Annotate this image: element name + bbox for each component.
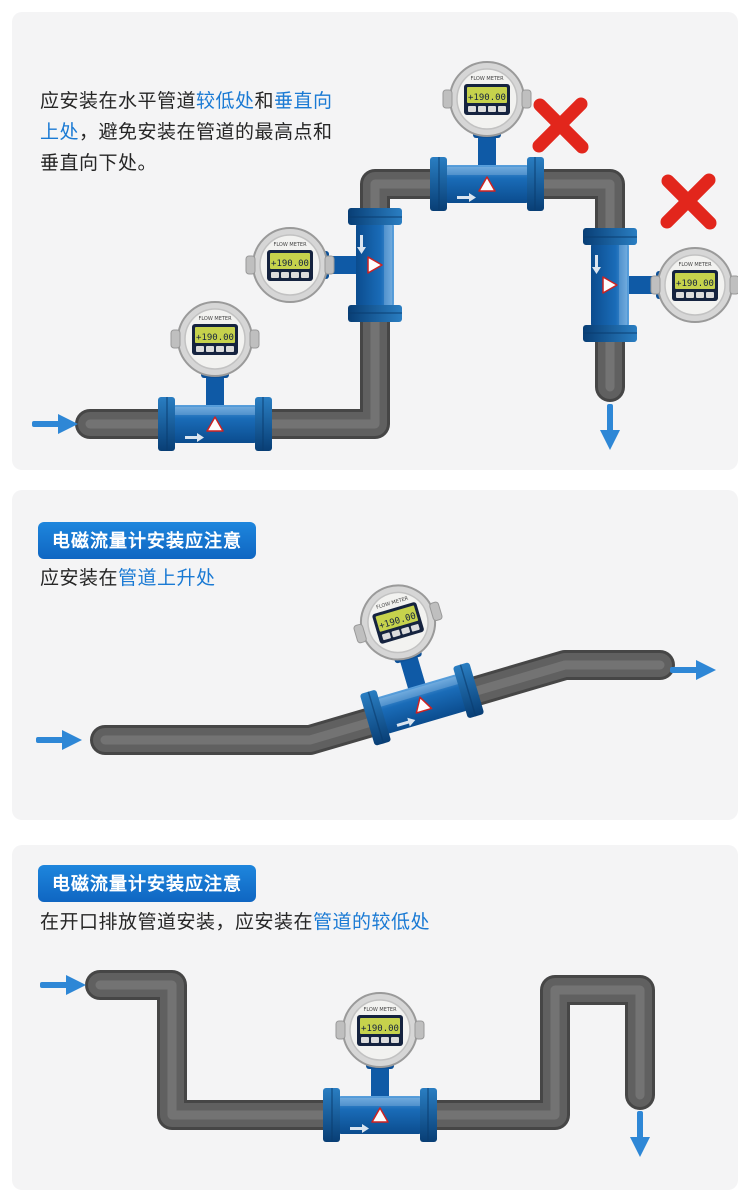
text-segment-highlight: 管道上升处 [118, 567, 216, 589]
description-line: 垂直向下处。 [40, 148, 360, 179]
pipe-diagram-1 [32, 12, 738, 470]
panel-install-positions: 应安装在水平管道较低处和垂直向 上处，避免安装在管道的最高点和 垂直向下处。 [12, 12, 738, 470]
panel2-description: 应安装在管道上升处 [40, 563, 216, 594]
flowmeter-highpoint-incorrect [430, 62, 544, 211]
text-segment: ，避免安装在管道的最高点和 [79, 121, 333, 143]
text-segment: 应安装在 [40, 567, 119, 589]
panel3-description: 在开口排放管道安装，应安装在管道的较低处 [40, 907, 430, 938]
flowmeter-vertical-down-incorrect [583, 228, 738, 342]
flowmeter-horizontal-low-correct [158, 302, 272, 451]
pipe-diagram-2 [36, 490, 716, 755]
error-x-icon [539, 104, 582, 147]
error-x-icon [667, 180, 710, 223]
text-segment: 应安装在水平管道 [40, 90, 197, 112]
text-segment-highlight: 较低处 [196, 90, 255, 112]
panel-rising-pipe: 电磁流量计安装应注意 应安装在管道上升处 [12, 490, 738, 820]
text-segment-highlight: 上处 [40, 121, 80, 143]
section-badge: 电磁流量计安装应注意 [38, 522, 256, 559]
flow-out-arrow-icon [630, 1111, 650, 1157]
flow-in-arrow-icon [32, 414, 78, 434]
flow-in-arrow-icon [40, 975, 86, 995]
panel-open-discharge: 电磁流量计安装应注意 在开口排放管道安装，应安装在管道的较低处 [12, 845, 738, 1190]
text-segment: 垂直向下处。 [40, 152, 158, 174]
pipe-run [85, 970, 655, 1130]
flowmeter-lowpoint-correct [323, 993, 437, 1142]
flow-out-arrow-icon [670, 660, 716, 680]
text-segment: 和 [254, 90, 275, 112]
description-line: 应安装在水平管道较低处和垂直向 [40, 86, 360, 117]
description-line: 上处，避免安装在管道的最高点和 [40, 117, 360, 148]
text-segment-highlight: 管道的较低处 [313, 911, 431, 933]
pipe-diagram-3 [40, 970, 655, 1157]
flow-out-arrow-icon [600, 404, 620, 450]
flowmeter-vertical-up-correct [246, 208, 402, 322]
panel1-description: 应安装在水平管道较低处和垂直向 上处，避免安装在管道的最高点和 垂直向下处。 [40, 86, 360, 179]
text-segment: 在开口排放管道安装，应安装在 [40, 911, 314, 933]
text-segment-highlight: 垂直向 [274, 90, 333, 112]
section-badge: 电磁流量计安装应注意 [38, 865, 256, 902]
flow-in-arrow-icon [36, 730, 82, 750]
